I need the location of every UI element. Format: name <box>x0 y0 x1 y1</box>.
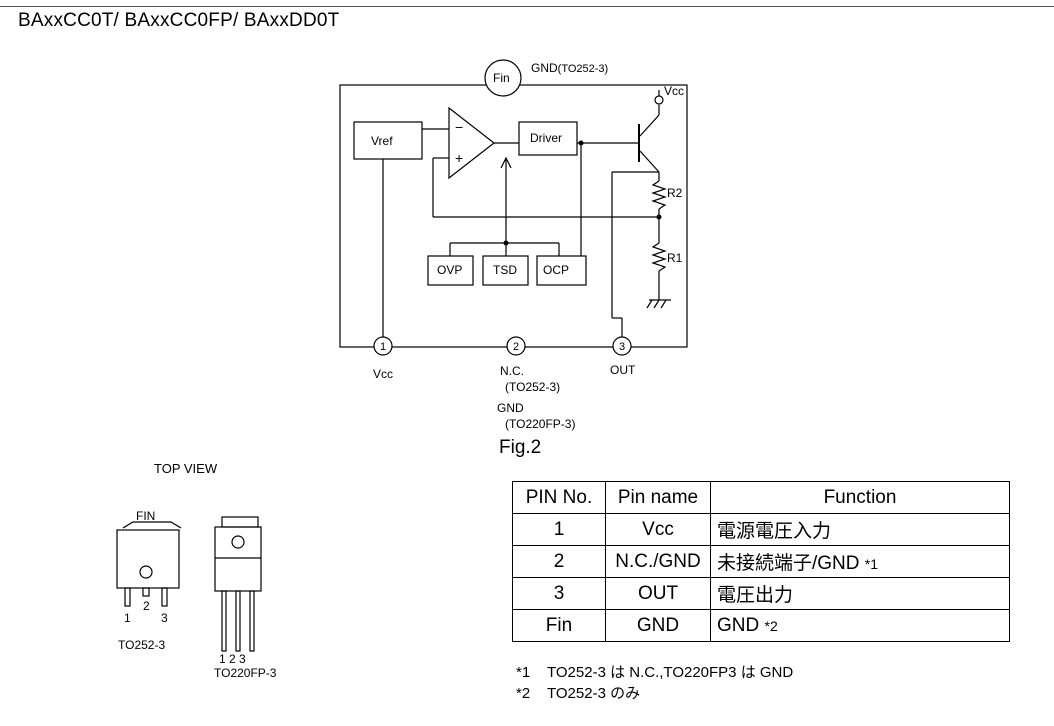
to252-pin3: 3 <box>161 611 168 625</box>
pin-function: 未接続端子/GND *1 <box>710 545 1010 578</box>
pin-name: GND <box>605 609 711 642</box>
pin3-terminal <box>612 336 632 356</box>
header-function: Function <box>710 481 1010 514</box>
pin2-terminal <box>506 336 526 356</box>
to252-hole <box>139 565 153 579</box>
gnd-label: GND(TO252-3) <box>531 61 608 75</box>
vcc-terminal <box>654 95 664 105</box>
pin-table: PIN No. Pin name Function 1 Vcc 電源電圧入力 2… <box>512 481 1010 642</box>
pin1-label: Vcc <box>373 367 393 381</box>
minus-sign: − <box>455 119 463 135</box>
page-title: BAxxCC0T/ BAxxCC0FP/ BAxxDD0T <box>18 10 340 31</box>
ocp-box <box>536 255 587 286</box>
header-pin-no: PIN No. <box>512 481 606 514</box>
vref-box <box>353 121 423 160</box>
package-drawings: FIN 1 2 3 TO252-3 1 2 3 TO220FP-3 <box>116 509 277 680</box>
error-amp <box>448 106 495 180</box>
top-view-heading: TOP VIEW <box>154 461 218 476</box>
pin-function: GND *2 <box>710 609 1010 642</box>
pin2-gnd-package: (TO220FP-3) <box>505 417 575 431</box>
pin2-number: 2 <box>513 341 519 353</box>
footnote-mark: *2 <box>764 617 778 634</box>
table-header-row: PIN No. Pin name Function <box>512 481 1010 514</box>
ocp-label: OCP <box>543 263 569 277</box>
to220-tab <box>221 516 259 528</box>
pin-no: 3 <box>512 577 606 610</box>
r1-resistor <box>651 242 667 272</box>
to252-body <box>116 529 180 589</box>
pin-no: 1 <box>512 513 606 546</box>
pin2-nc-package: (TO252-3) <box>505 380 560 394</box>
tsd-label: TSD <box>493 263 517 277</box>
pin-function: 電源電圧入力 <box>710 513 1010 546</box>
r1-label: R1 <box>667 251 683 265</box>
pin2-nc-label: N.C. <box>500 364 524 378</box>
pin3-number: 3 <box>619 341 625 353</box>
pin1-terminal <box>373 336 393 356</box>
r2-resistor <box>651 180 667 210</box>
r2-label: R2 <box>667 186 683 200</box>
to252-fin-label: FIN <box>136 509 155 523</box>
header-pin-name: Pin name <box>605 481 711 514</box>
ovp-label: OVP <box>437 263 462 277</box>
to252-pin1: 1 <box>124 611 131 625</box>
pin-no: 2 <box>512 545 606 578</box>
pin1-number: 1 <box>380 341 386 353</box>
table-row: 2 N.C./GND 未接続端子/GND *1 <box>512 545 1010 578</box>
fin-terminal <box>484 59 522 97</box>
plus-sign: + <box>455 150 463 166</box>
to252-name: TO252-3 <box>118 638 165 652</box>
table-row: 3 OUT 電圧出力 <box>512 577 1010 610</box>
table-row: 1 Vcc 電源電圧入力 <box>512 513 1010 546</box>
pin-name: Vcc <box>605 513 711 546</box>
pin-function: 電圧出力 <box>710 577 1010 610</box>
block-diagram: Fin GND(TO252-3) Vcc Vref Driver − + R2 … <box>339 59 688 431</box>
pin2-gnd-label: GND <box>497 401 524 415</box>
footnote-mark: *1 <box>864 556 879 572</box>
header-rule <box>0 6 1054 7</box>
to220-pins: 1 2 3 <box>219 652 246 666</box>
pin-name: N.C./GND <box>605 545 711 578</box>
driver-label: Driver <box>530 131 562 145</box>
to252-pin2: 2 <box>143 599 150 613</box>
driver-box <box>518 121 578 156</box>
table-row: Fin GND GND *2 <box>512 609 1010 642</box>
vref-label: Vref <box>371 134 393 148</box>
fin-label: Fin <box>493 71 510 85</box>
ic-outline <box>339 84 688 348</box>
pin-name: OUT <box>605 577 711 610</box>
to220-hole <box>231 535 245 549</box>
vcc-top-label: Vcc <box>664 84 684 98</box>
to220-name: TO220FP-3 <box>214 666 277 680</box>
pin-no: Fin <box>512 609 606 642</box>
pin3-label: OUT <box>610 363 636 377</box>
figure-caption: Fig.2 <box>499 437 542 458</box>
to252-fin <box>122 521 182 529</box>
